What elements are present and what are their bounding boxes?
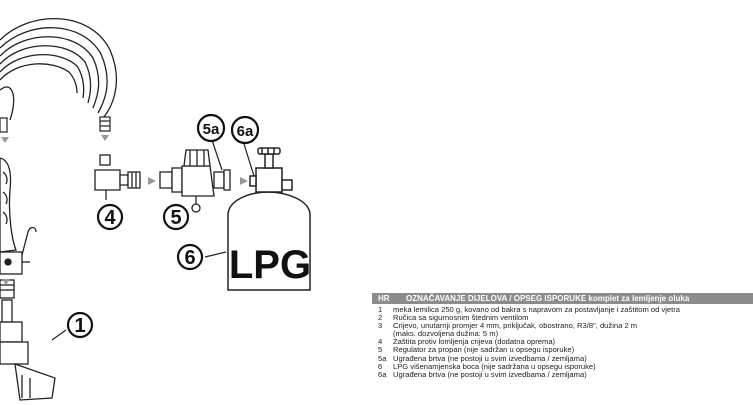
callout-6a: 6a [230,115,260,177]
item-number: 4 [378,337,383,347]
soldering-iron [0,279,56,401]
item-number: 2 [378,313,383,323]
item-number: 1 [378,305,383,314]
language-code: HR [378,294,390,303]
item-number: 5 [378,345,383,355]
item-text: (maks. dozvoljena dužina: 5 m) [393,329,499,339]
parts-list-item: 6a Ugrađena brtva (ne postoji u svim izve… [372,369,753,379]
part-5-regulator [159,149,231,213]
part-4-hose-protection [94,154,141,200]
item-number: 5a [378,353,387,363]
callout-1: 1 [51,311,94,341]
parts-list: 1 meka lemilica 250 g, kovano od bakra s … [372,305,753,379]
callout-1-label: 1 [74,315,85,337]
callout-6-label: 6 [184,247,195,269]
callout-5a-label: 5a [203,121,220,138]
item-text: Ugrađena brtva (ne postoji u svim izvedb… [393,353,587,363]
item-text: Ručica sa sigurnosnim štednim ventilom [393,313,529,323]
parts-list-item: 1 meka lemilica 250 g, kovano od bakra s … [372,305,753,314]
parts-list-item: (maks. dozvoljena dužina: 5 m) [372,330,753,338]
callout-5-label: 5 [170,207,181,229]
parts-list-item: 6 LPG višenamjenska boca (nije sadržana u… [372,361,753,371]
callout-4-label: 4 [104,207,116,229]
item-text: LPG višenamjenska boca (nije sadržana u … [393,361,596,371]
callout-6: 6 [176,243,227,271]
item-number: 3 [378,321,383,331]
callout-4: 4 [96,203,124,231]
item-number: 6a [378,369,387,379]
parts-list-item: 3 Crijevo, unutarnji promjer 4 mm, priklj… [372,322,753,330]
item-text: Crijevo, unutarnji promjer 4 mm, priklju… [393,321,638,331]
callout-5: 5 [162,203,190,231]
arrow-4-to-5 [148,177,156,185]
item-number: 6 [378,361,383,371]
parts-list-item: 2 Ručica sa sigurnosnim štednim ventilom [372,313,753,323]
hose-fitting-left [0,117,9,143]
item-text: meka lemilica 250 g, kovano od bakra s n… [393,305,681,314]
lpg-cylinder-label: LPG [229,243,311,287]
parts-legend-title: OZNAČAVANJE DIJELOVA / OPSEG ISPORUKE ko… [406,294,690,303]
item-text: Regulator za propan (nije sadržan u opse… [393,345,575,355]
hose-coil [0,17,118,121]
callout-6a-label: 6a [237,123,254,140]
part-6-lpg-cylinder [227,147,311,291]
callout-5a: 5a [196,113,226,171]
parts-list-item: 5 Regulator za propan (nije sadržan u ops… [372,346,753,354]
parts-legend-header: HR OZNAČAVANJE DIJELOVA / OPSEG ISPORUKE … [372,293,753,304]
arrow-5-to-6 [240,177,248,185]
item-text: Zaštita protiv lomljenja crijeva (dodatn… [393,337,556,347]
hose-fitting-right [99,116,111,141]
item-text: Ugrađena brtva (ne postoji u svim izvedb… [393,369,587,379]
handle-with-valve [0,157,37,275]
parts-list-item: 4 Zaštita protiv lomljenja crijeva (dodat… [372,338,753,346]
parts-list-item: 5a Ugrađena brtva (ne postoji u svim izve… [372,353,753,363]
parts-legend-panel: HR OZNAČAVANJE DIJELOVA / OPSEG ISPORUKE … [372,293,753,405]
